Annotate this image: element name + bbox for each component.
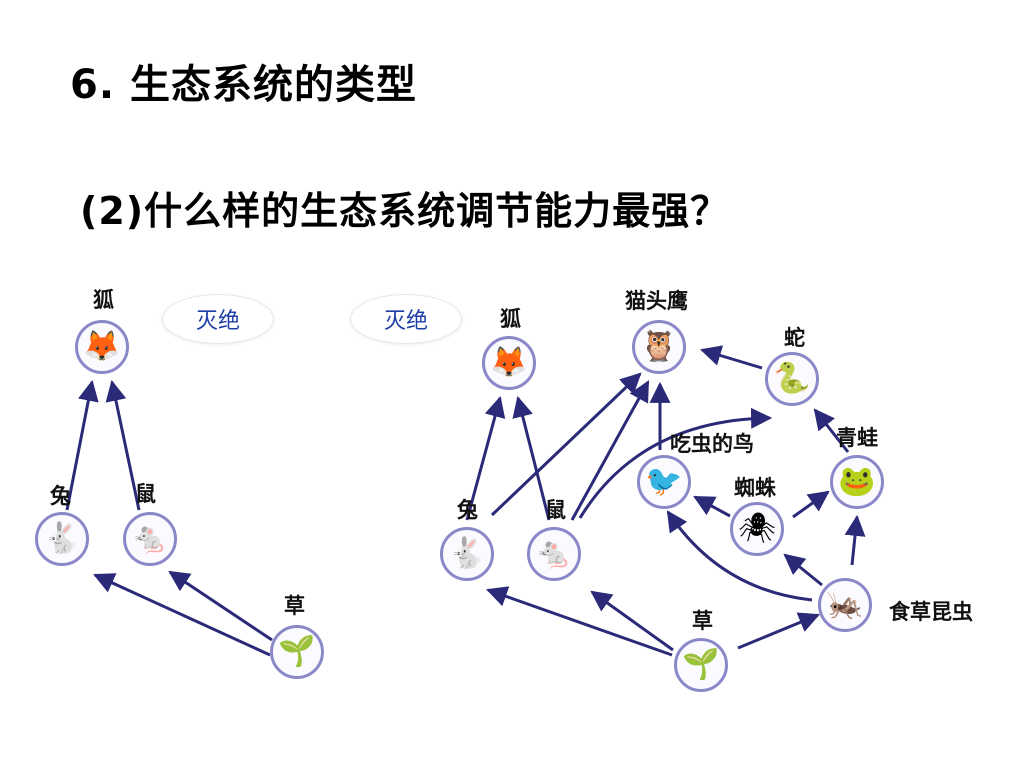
grass-label: 草 [284, 593, 305, 618]
question-text: (2)什么样的生态系统调节能力最强？ [80, 189, 730, 233]
insect-node: 🦗 [818, 578, 872, 632]
extinct-bubble-left: 灭绝 [162, 294, 274, 344]
rabbit-icon-2: 🐇 [448, 536, 486, 571]
insect-label: 食草昆虫 [889, 599, 973, 624]
arrow-grass-to-rabbit-2 [486, 586, 673, 657]
rabbit-label: 兔 [50, 483, 71, 508]
arrow-grass-to-mouse-2 [590, 590, 674, 652]
bird-label: 吃虫的鸟 [670, 431, 754, 456]
arrow-rabbit-to-owl [490, 372, 642, 517]
owl-label: 猫头鹰 [625, 288, 688, 313]
slide-title: 6. 生态系统的类型 [70, 62, 417, 108]
owl-node: 🦉 [632, 320, 686, 374]
arrow-spider-to-frog [792, 490, 830, 519]
extinct-bubble-right: 灭绝 [350, 294, 462, 344]
arrow-spider-to-bird [693, 495, 731, 518]
owl-icon: 🦉 [640, 329, 678, 364]
rabbit-node: 🐇 [35, 512, 89, 566]
mouse-node: 🐁 [123, 512, 177, 566]
arrow-grass-to-mouse [168, 570, 273, 642]
arrow-mouse-to-snake [578, 407, 773, 519]
arrow-snake-to-owl [699, 345, 763, 370]
arrow-insect-to-bird [666, 510, 813, 602]
mouse-label: 鼠 [135, 481, 156, 506]
bird-node: 🐦 [637, 455, 691, 509]
arrow-mouse-to-fox-2 [512, 395, 551, 521]
arrow-frog-to-snake [813, 408, 850, 453]
snake-icon: 🐍 [773, 361, 811, 396]
spider-node: 🕷 [730, 502, 784, 556]
mouse-label-2: 鼠 [545, 497, 566, 522]
grass-node: 🌱 [270, 625, 324, 679]
frog-node: 🐸 [830, 455, 884, 509]
grass-node-2: 🌱 [674, 638, 728, 692]
arrow-rabbit-to-fox [65, 379, 99, 511]
arrow-grass-to-insect [737, 612, 820, 650]
grass-icon-2: 🌱 [682, 647, 720, 682]
rabbit-icon: 🐇 [43, 521, 81, 556]
grass-icon: 🌱 [278, 634, 316, 669]
arrow-grass-to-rabbit [93, 573, 271, 657]
extinct-text-right: 灭绝 [383, 309, 428, 334]
fox-node: 🦊 [75, 320, 129, 374]
arrow-mouse-to-owl [570, 380, 650, 521]
arrow-mouse-to-fox [105, 379, 141, 511]
mouse-node-2: 🐁 [527, 527, 581, 581]
snake-label: 蛇 [784, 325, 805, 350]
mouse-icon: 🐁 [131, 521, 169, 556]
spider-icon: 🕷 [737, 511, 777, 546]
snake-node: 🐍 [765, 352, 819, 406]
bird-icon: 🐦 [645, 464, 683, 499]
grasshopper-icon: 🦗 [826, 587, 864, 622]
fox-label-2: 狐 [500, 306, 521, 331]
fox-icon-2: 🦊 [490, 345, 528, 380]
spider-label: 蜘蛛 [734, 475, 776, 500]
fox-label: 狐 [93, 287, 114, 312]
arrow-insect-to-frog [844, 514, 866, 566]
rabbit-label-2: 兔 [457, 497, 478, 522]
frog-icon: 🐸 [838, 464, 876, 499]
arrow-rabbit-to-fox-2 [465, 395, 506, 521]
frog-label: 青蛙 [836, 425, 878, 450]
extinct-text-left: 灭绝 [195, 309, 240, 334]
mouse-icon-2: 🐁 [535, 536, 573, 571]
grass-label-2: 草 [692, 608, 713, 633]
fox-node-2: 🦊 [482, 336, 536, 390]
rabbit-node-2: 🐇 [440, 527, 494, 581]
arrow-insect-to-spider [783, 553, 823, 587]
fox-icon: 🦊 [83, 329, 121, 364]
